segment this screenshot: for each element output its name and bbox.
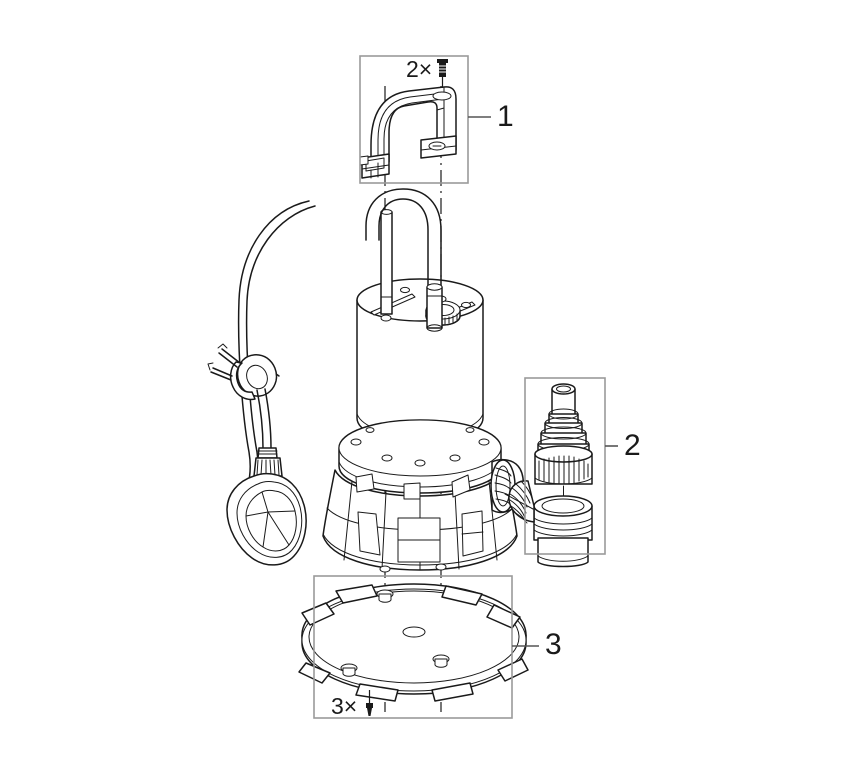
- quantity-label-2x: 2×: [406, 56, 433, 82]
- callout-2-contents: [508, 383, 593, 568]
- pump-motor-housing: [356, 188, 484, 443]
- plug-pin-upper: [218, 352, 238, 368]
- callout-1-frame: [359, 55, 469, 184]
- elbow-thread-lines: [533, 517, 593, 537]
- pump-pedestal-base: [322, 419, 525, 573]
- top-screw-boss-b: [380, 314, 392, 322]
- callout-2-pointer: [504, 493, 534, 510]
- float-switch: [226, 472, 307, 566]
- power-cable: [237, 200, 310, 495]
- handle-foot-right: [420, 135, 457, 159]
- strainer-screw-bosses: [340, 589, 450, 677]
- handle-screw-seat: [432, 91, 452, 101]
- mains-plug: [207, 343, 278, 401]
- screw-icon-2x: [437, 59, 448, 88]
- top-screw-boss-c: [461, 301, 471, 309]
- top-screw-boss-d: [400, 286, 410, 294]
- quantity-label-3x: 3×: [331, 693, 358, 719]
- power-cable-group: [207, 200, 316, 566]
- base-window-vents: [357, 510, 484, 563]
- callout-frames: [313, 55, 606, 719]
- elbow-hatching: [509, 480, 533, 524]
- outlet-thread-lines: [494, 467, 512, 505]
- collar-vents: [355, 473, 471, 500]
- hose-ferrule: [426, 286, 443, 329]
- hose-barb-adapter: [534, 383, 593, 485]
- base-screw-bosses: [379, 563, 447, 573]
- callout-2-frame: [524, 377, 606, 555]
- float-switch-collar: [253, 447, 283, 477]
- callout-leaders: [468, 116, 618, 647]
- float-switch-cable: [256, 389, 264, 449]
- strainer-tabs: [298, 584, 529, 702]
- screw-icon-3x: [366, 690, 373, 716]
- qty-screw-icons: [366, 59, 448, 716]
- callout-number-3: 3: [545, 628, 562, 661]
- inlet-tube-stub: [380, 209, 393, 315]
- strainer-centre-hole: [402, 626, 426, 638]
- elbow-fitting: [508, 480, 593, 568]
- handle-foot-left: [359, 153, 390, 179]
- collar-ribs: [256, 459, 280, 476]
- callout-3-frame: [313, 575, 513, 719]
- plug-pin-lower: [210, 371, 232, 381]
- suction-hose: [365, 188, 443, 332]
- flange-screws: [350, 427, 490, 467]
- callout-number-1: 1: [497, 100, 514, 133]
- union-nut-knurl: [538, 455, 589, 485]
- callout-number-2: 2: [624, 429, 641, 462]
- callout-3-contents: [298, 583, 529, 702]
- callout-1-contents: [359, 86, 457, 179]
